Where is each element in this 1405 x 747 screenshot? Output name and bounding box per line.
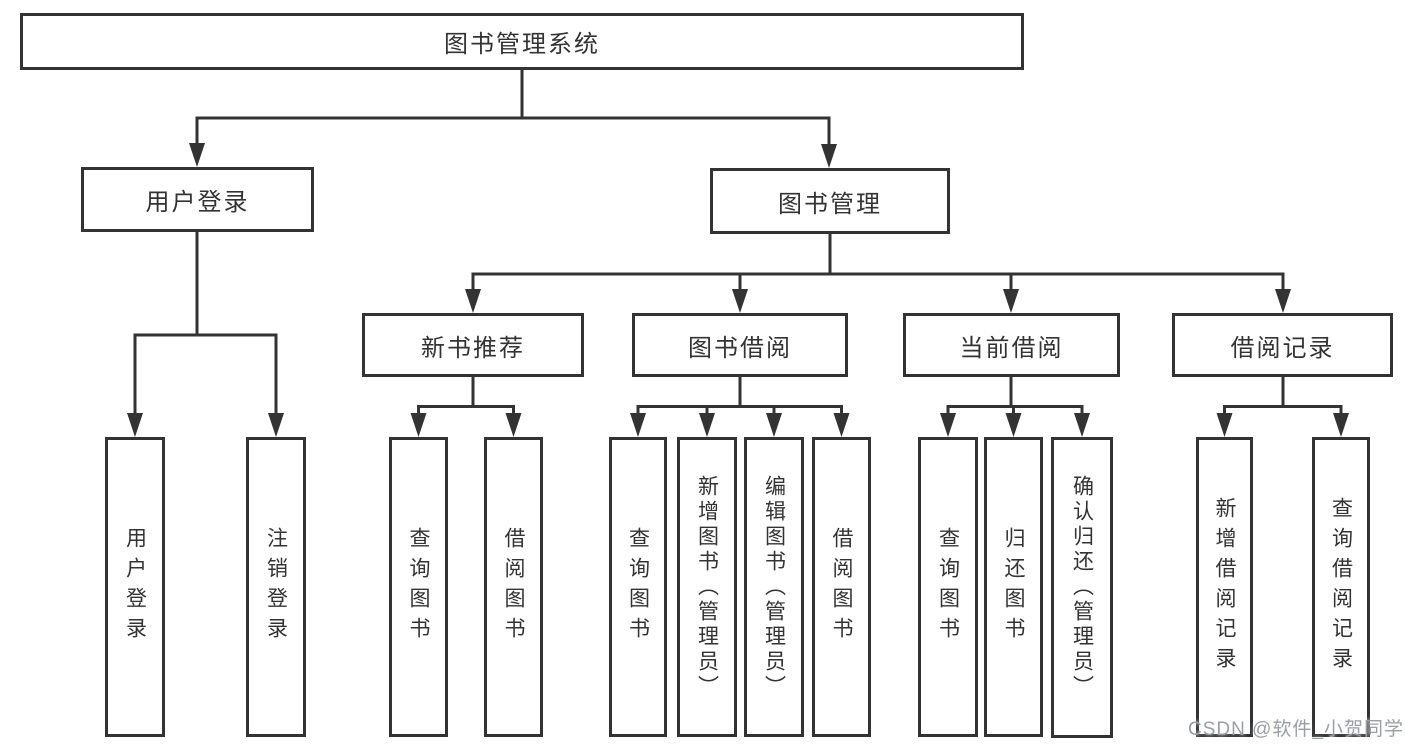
leaf-query-borrow-record: 查询借阅记录 (1312, 437, 1370, 737)
node-library-management-system: 图书管理系统 (20, 13, 1024, 70)
node-label: 新书推荐 (421, 334, 525, 362)
leaf-logout: 注销登录 (246, 437, 306, 737)
arrowheads (127, 143, 1349, 437)
node-book-borrow: 图书借阅 (632, 313, 848, 377)
node-new-book-recommend: 新书推荐 (362, 313, 584, 377)
node-label: 用户登录 (123, 527, 147, 647)
leaf-recommend-query-books: 查询图书 (389, 437, 448, 737)
node-current-borrow: 当前借阅 (903, 313, 1120, 377)
node-label: 新增借阅记录 (1213, 497, 1236, 677)
node-label: 用户登录 (145, 189, 250, 216)
node-label: 图书管理 (778, 190, 882, 218)
node-label: 确认归还（管理员） (1070, 475, 1094, 700)
leaf-edit-books-admin: 编辑图书（管理员） (744, 437, 804, 737)
node-label: 注销登录 (264, 527, 288, 647)
node-label: 借阅图书 (502, 527, 525, 647)
node-book-management: 图书管理 (710, 168, 950, 234)
node-label: 新增图书（管理员） (695, 474, 719, 700)
node-borrow-records: 借阅记录 (1172, 313, 1393, 377)
node-label: 图书借阅 (688, 334, 792, 362)
leaf-borrow-query-books: 查询图书 (609, 437, 667, 737)
node-label: 查询图书 (626, 527, 650, 647)
node-label: 查询图书 (407, 527, 430, 647)
node-label: 查询图书 (936, 527, 960, 647)
node-label: 编辑图书（管理员） (762, 474, 786, 700)
leaf-recommend-borrow-books: 借阅图书 (484, 437, 543, 737)
node-user-login: 用户登录 (81, 167, 314, 232)
node-label: 图书管理系统 (444, 31, 600, 58)
node-label: 查询借阅记录 (1329, 497, 1353, 677)
node-label: 当前借阅 (959, 334, 1064, 362)
leaf-add-borrow-record: 新增借阅记录 (1196, 437, 1253, 737)
leaf-current-query-books: 查询图书 (918, 437, 978, 737)
leaf-return-books: 归还图书 (984, 437, 1043, 737)
leaf-borrow-books: 借阅图书 (812, 437, 871, 737)
node-label: 归还图书 (1002, 527, 1025, 647)
leaf-add-books-admin: 新增图书（管理员） (677, 437, 737, 737)
csdn-watermark: CSDN @软件_小贺同学 (1188, 719, 1404, 740)
node-label: 借阅记录 (1230, 334, 1335, 362)
leaf-confirm-return-admin: 确认归还（管理员） (1051, 437, 1113, 738)
leaf-user-login: 用户登录 (105, 437, 165, 737)
node-label: 借阅图书 (830, 527, 853, 647)
